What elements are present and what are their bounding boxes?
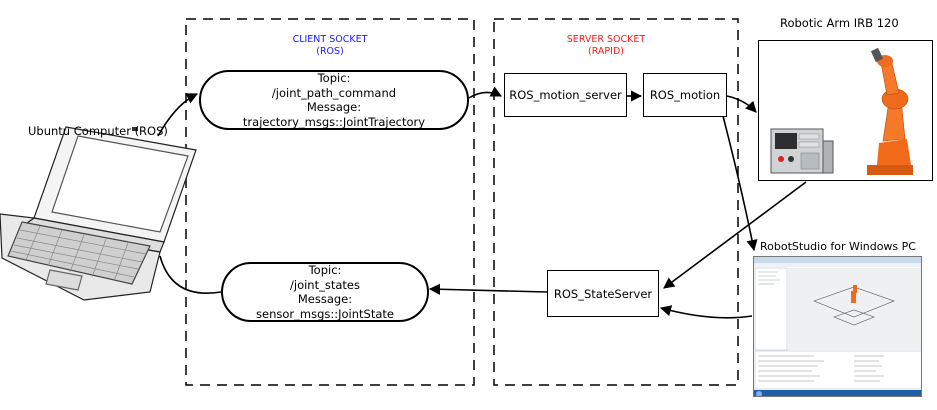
client-socket-title: CLIENT SOCKET [292,34,368,45]
topic-states-message-label: Message: [297,292,353,306]
topic-joint-states: Topic: /joint_states Message: sensor_msg… [221,262,429,322]
laptop-icon [0,126,197,301]
topic-joint-path-command: Topic: /joint_path_command Message: traj… [199,70,469,130]
topic-states-name: /joint_states [290,277,360,292]
robotstudio-icon [754,257,921,396]
ros-motion-server-box: ROS_motion_server [504,73,627,117]
ros-motion-box: ROS_motion [643,73,727,117]
topic-command-name: /joint_path_command [271,85,397,100]
server-socket-subtitle: (RAPID) [588,46,624,57]
topic-command-label: Topic: [317,71,351,85]
robotstudio-screenshot [753,256,922,397]
robotic-arm-icon [770,47,913,175]
robotstudio-label: RobotStudio for Windows PC [760,240,916,253]
topic-command-message-type: trajectory_msgs::JointTrajectory [242,114,426,129]
server-socket-region [493,18,739,386]
server-socket-title: SERVER SOCKET [566,34,646,45]
server-socket-header: SERVER SOCKET (RAPID) [544,34,668,58]
ros-state-server-box: ROS_StateServer [547,270,659,317]
topic-command-message-label: Message: [306,100,362,114]
topic-states-message-type: sensor_msgs::JointState [256,306,394,321]
topic-states-label: Topic: [308,263,342,277]
robotic-arm-label: Robotic Arm IRB 120 [780,16,899,30]
ubuntu-computer-label: Ubuntu Computer (ROS) [28,124,168,138]
robotic-arm-image [758,40,933,181]
client-socket-region [185,18,475,386]
client-socket-header: CLIENT SOCKET (ROS) [268,34,392,58]
client-socket-subtitle: (ROS) [316,46,344,57]
